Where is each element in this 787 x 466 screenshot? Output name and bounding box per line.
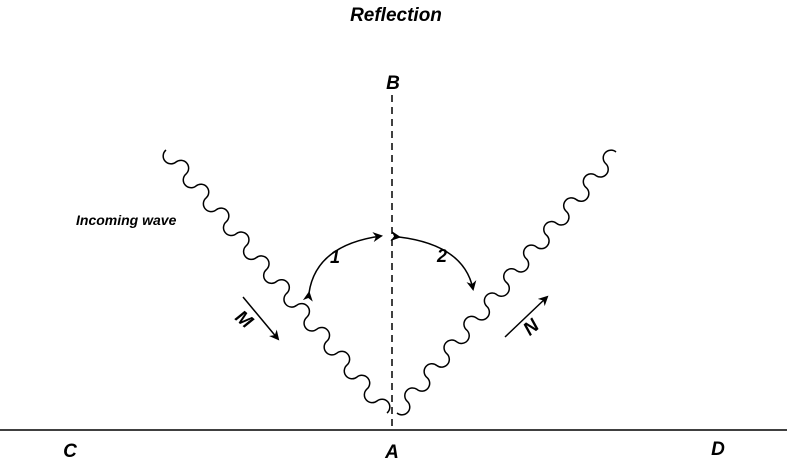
direction-arrow-n [504,295,549,338]
direction-label-m: M [231,307,258,334]
incoming-wave-label: Incoming wave [76,212,177,228]
diagram-title: Reflection [350,5,442,26]
incoming-wave [162,149,391,414]
angle-label-1: 1 [330,247,340,267]
point-label-d: D [711,439,725,460]
normal-label-b: B [386,73,400,94]
angle-label-2: 2 [436,246,447,266]
direction-arrow-m [242,296,280,341]
angle-1-arc [302,232,383,302]
angle-2-arc [390,231,477,291]
reflected-wave [396,149,617,416]
point-label-c: C [63,441,77,462]
direction-label-n: N [519,315,544,341]
point-label-a: A [384,442,399,463]
